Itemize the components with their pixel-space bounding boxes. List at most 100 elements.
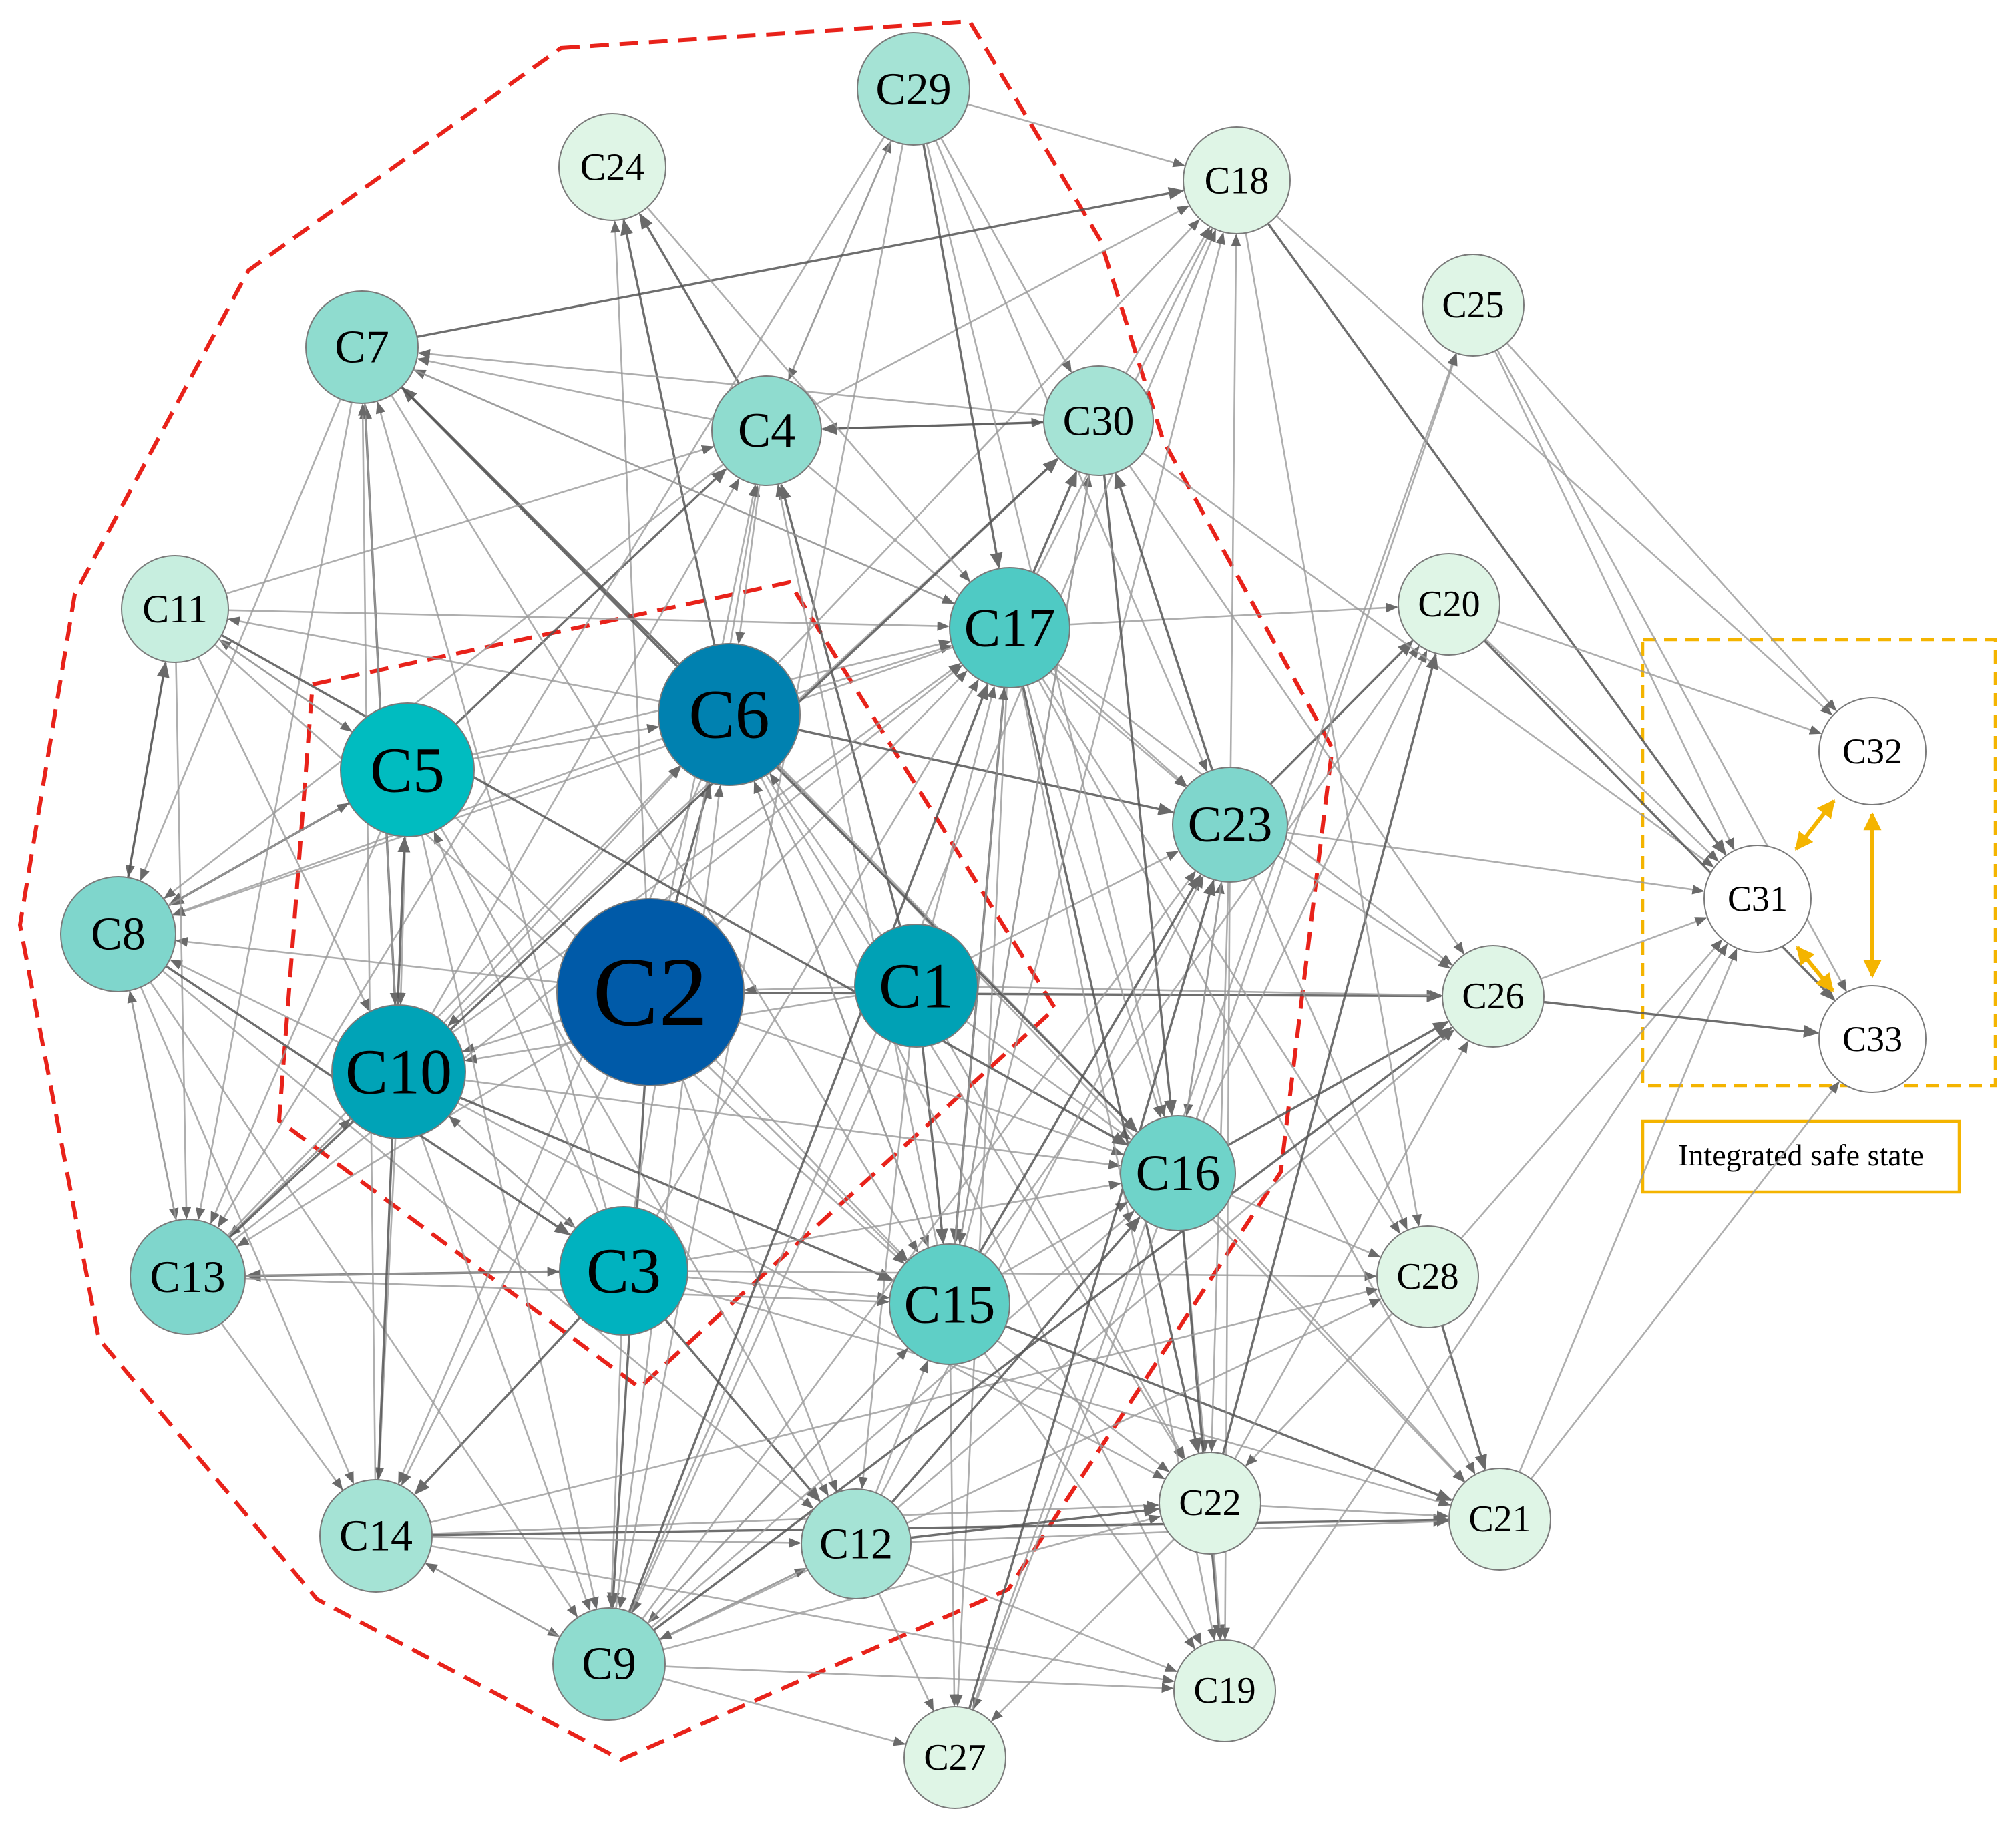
node-circle-c9[interactable] [552,1607,666,1721]
node-label-c13: C13 [150,1251,225,1302]
node-c26[interactable]: C26 [1442,945,1545,1048]
edge-c6-to-c24 [620,218,716,646]
node-circle-c30[interactable] [1043,365,1154,476]
node-circle-c8[interactable] [60,876,176,992]
node-circle-c26[interactable] [1442,945,1545,1048]
edge-c10-to-c17 [452,663,962,1034]
node-circle-c15[interactable] [889,1243,1010,1365]
node-c12[interactable]: C12 [801,1488,912,1599]
node-c32[interactable]: C32 [1818,697,1927,805]
node-circle-c5[interactable] [340,702,475,837]
node-label-c15: C15 [904,1274,996,1335]
node-c9[interactable]: C9 [552,1607,666,1721]
node-label-c8: C8 [91,909,146,960]
node-c10[interactable]: C10 [331,1004,466,1139]
edge-c23-to-c20 [1269,640,1414,785]
node-label-c10: C10 [345,1036,452,1108]
edge-c1-to-c2 [744,984,855,995]
edge-c16-to-c19 [1182,1230,1225,1641]
node-c1[interactable]: C1 [854,924,978,1048]
node-label-c2: C2 [593,938,709,1047]
edge-c30-to-c18 [1125,226,1211,374]
node-c31[interactable]: C31 [1703,845,1812,953]
node-c23[interactable]: C23 [1172,767,1288,883]
edge-c3-to-c28 [687,1270,1377,1281]
node-c27[interactable]: C27 [903,1706,1006,1809]
node-circle-c3[interactable] [559,1206,688,1336]
node-c8[interactable]: C8 [60,876,176,992]
edge-c3-to-c14 [414,1316,581,1495]
node-circle-c22[interactable] [1159,1452,1261,1555]
node-circle-c13[interactable] [130,1219,246,1335]
edge-c23-to-c18 [1229,234,1241,768]
edge-c11-to-c10 [197,656,370,1012]
edge-c28-to-c21 [1441,1325,1487,1471]
node-circle-c2[interactable] [556,898,745,1086]
node-label-c28: C28 [1396,1256,1458,1297]
edge-c2-to-c13 [236,1040,572,1247]
node-c19[interactable]: C19 [1173,1639,1276,1742]
node-circle-c1[interactable] [854,924,978,1048]
node-c20[interactable]: C20 [1398,553,1500,656]
node-circle-c24[interactable] [558,113,666,221]
node-c2[interactable]: C2 [556,898,745,1086]
edge-c27-to-c23 [968,879,1216,1709]
node-circle-c4[interactable] [711,375,822,486]
node-c24[interactable]: C24 [558,113,666,221]
node-c33[interactable]: C33 [1818,985,1927,1093]
node-circle-c6[interactable] [658,643,801,786]
node-circle-c21[interactable] [1448,1468,1551,1571]
node-circle-c7[interactable] [305,290,419,404]
node-circle-c25[interactable] [1422,254,1525,357]
edge-c19-to-c31 [1252,943,1728,1649]
node-circle-c29[interactable] [857,32,970,146]
node-c28[interactable]: C28 [1376,1225,1479,1328]
node-label-c27: C27 [924,1737,986,1778]
node-circle-c18[interactable] [1183,126,1291,234]
node-c15[interactable]: C15 [889,1243,1010,1365]
node-c22[interactable]: C22 [1159,1452,1261,1555]
node-circle-c23[interactable] [1172,767,1288,883]
edge-c7-to-c8 [140,399,342,881]
node-circle-c32[interactable] [1818,697,1927,805]
node-circle-c28[interactable] [1376,1225,1479,1328]
node-circle-c31[interactable] [1703,845,1812,953]
node-c5[interactable]: C5 [340,702,475,837]
node-c3[interactable]: C3 [559,1206,688,1336]
node-c7[interactable]: C7 [305,290,419,404]
edge-c21-to-c31 [1518,948,1738,1473]
edge-c17-to-c30 [1032,471,1078,573]
node-c17[interactable]: C17 [949,567,1070,688]
edge-c22-to-c27 [990,1538,1175,1722]
node-c16[interactable]: C16 [1120,1115,1236,1231]
node-circle-c17[interactable] [949,567,1070,688]
edge-c20-to-c31 [1485,638,1720,862]
node-circle-c19[interactable] [1173,1639,1276,1742]
node-circle-c10[interactable] [331,1004,466,1139]
node-circle-c27[interactable] [903,1706,1006,1809]
edge-c10-to-c15 [459,1096,895,1281]
edge-c1-to-c17 [930,686,996,927]
node-c4[interactable]: C4 [711,375,822,486]
node-c13[interactable]: C13 [130,1219,246,1335]
node-circle-c12[interactable] [801,1488,912,1599]
node-c29[interactable]: C29 [857,32,970,146]
node-c25[interactable]: C25 [1422,254,1525,357]
node-c18[interactable]: C18 [1183,126,1291,234]
edge-c20-to-c32 [1496,620,1822,735]
node-circle-c20[interactable] [1398,553,1500,656]
edge-c15-to-c23 [978,873,1202,1253]
edge-c16-to-c28 [1230,1194,1381,1258]
outer-cluster-boundary [17,19,1335,1762]
node-c6[interactable]: C6 [658,643,801,786]
node-c11[interactable]: C11 [121,555,229,663]
node-c30[interactable]: C30 [1043,365,1154,476]
node-c21[interactable]: C21 [1448,1468,1551,1571]
node-circle-c33[interactable] [1818,985,1927,1093]
edge-c29-to-c18 [967,103,1185,168]
node-circle-c16[interactable] [1120,1115,1236,1231]
node-circle-c11[interactable] [121,555,229,663]
edge-c5-to-c4 [455,468,727,725]
node-c14[interactable]: C14 [319,1479,433,1593]
node-circle-c14[interactable] [319,1479,433,1593]
